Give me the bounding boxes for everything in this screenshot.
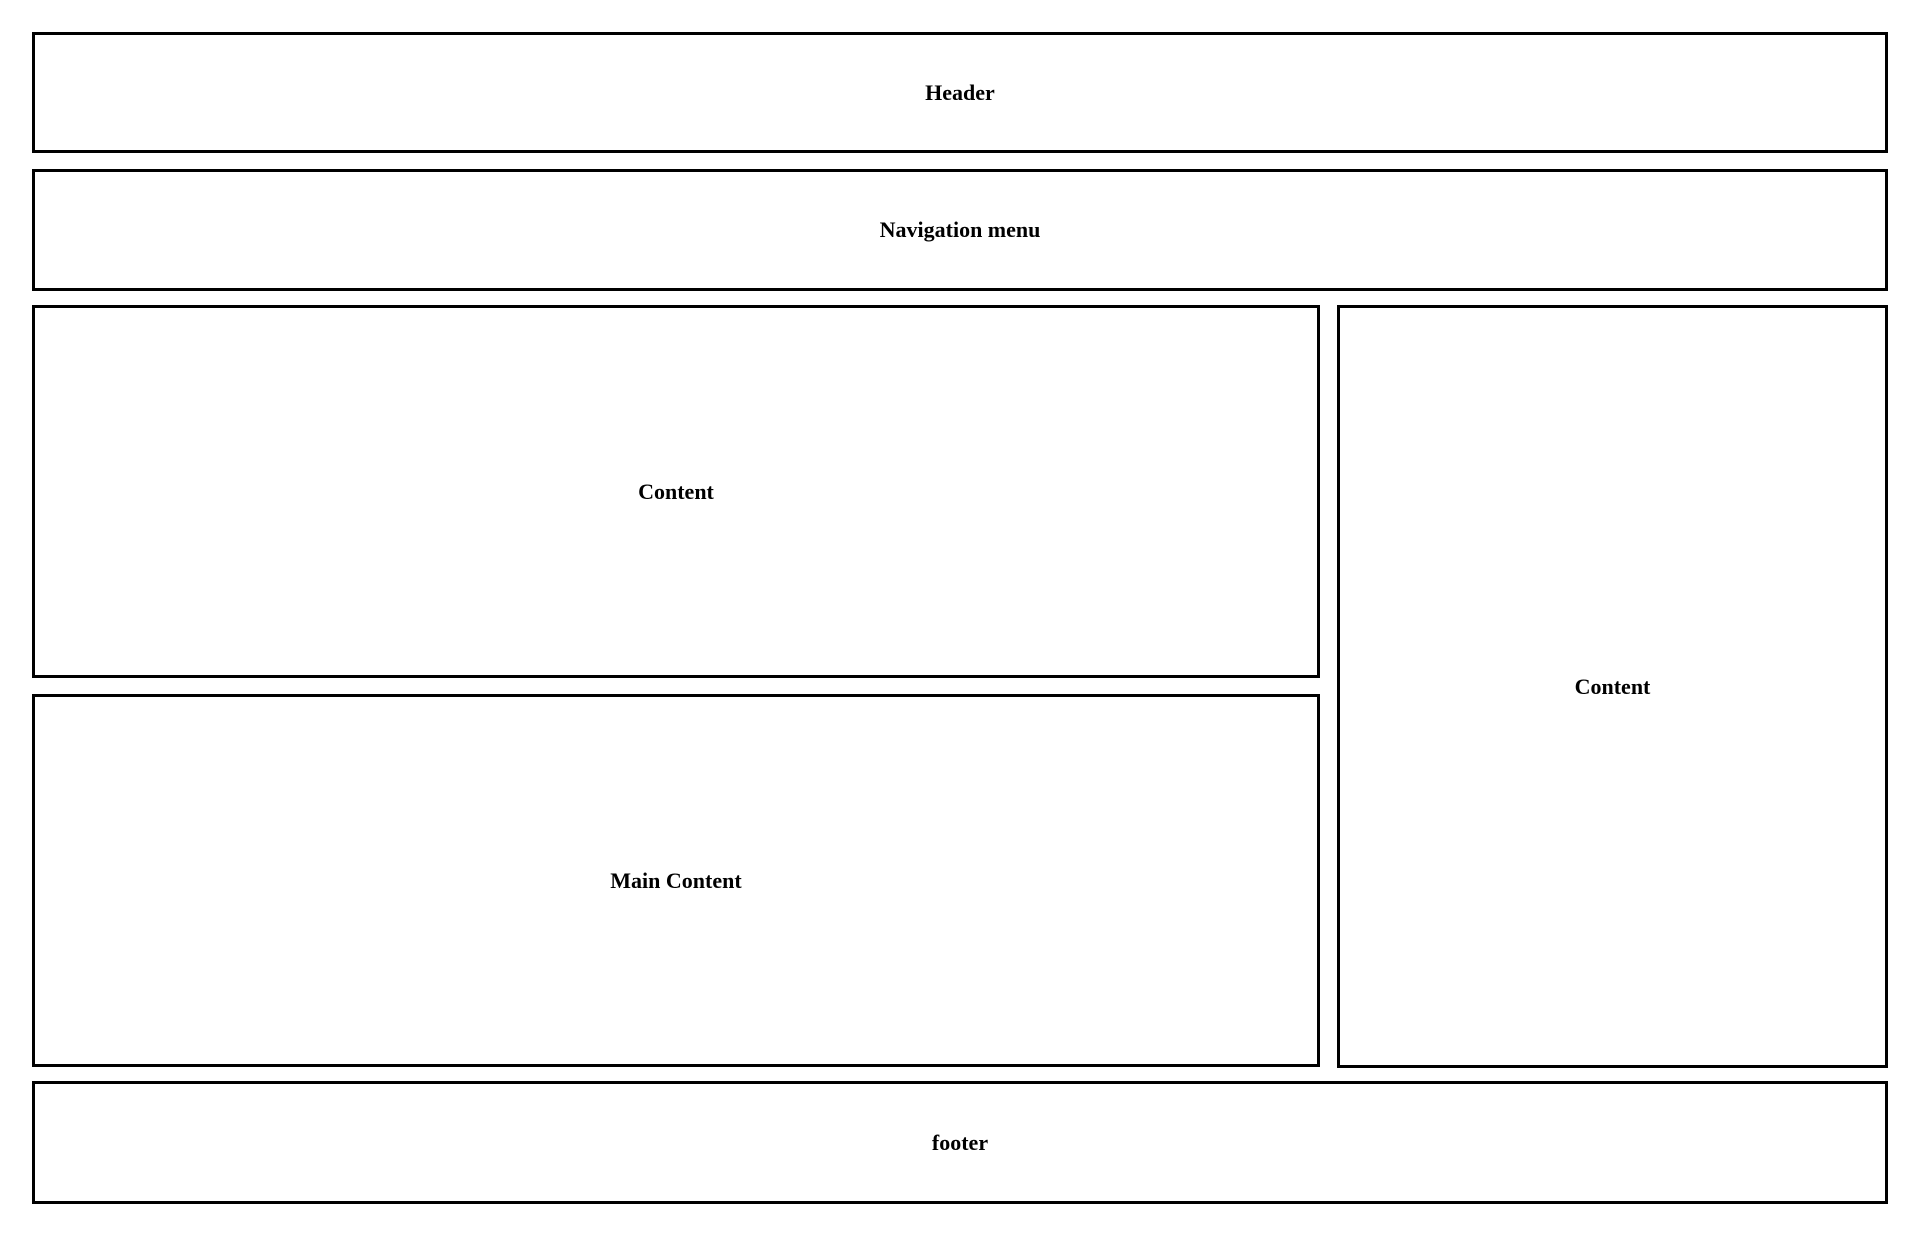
sidebar-content-label: Content: [1574, 673, 1651, 699]
navigation-menu-label: Navigation menu: [879, 217, 1041, 242]
footer-section: footer: [32, 1081, 1888, 1204]
content-section: Content: [32, 305, 1320, 678]
content-label: Content: [638, 478, 714, 504]
main-content-label: Main Content: [610, 867, 742, 893]
sidebar-content-section: Content: [1337, 305, 1888, 1068]
header-section: Header: [32, 32, 1888, 153]
navigation-menu-section: Navigation menu: [32, 169, 1888, 291]
main-content-section: Main Content: [32, 694, 1320, 1067]
footer-label: footer: [931, 1129, 989, 1155]
header-label: Header: [925, 79, 995, 105]
